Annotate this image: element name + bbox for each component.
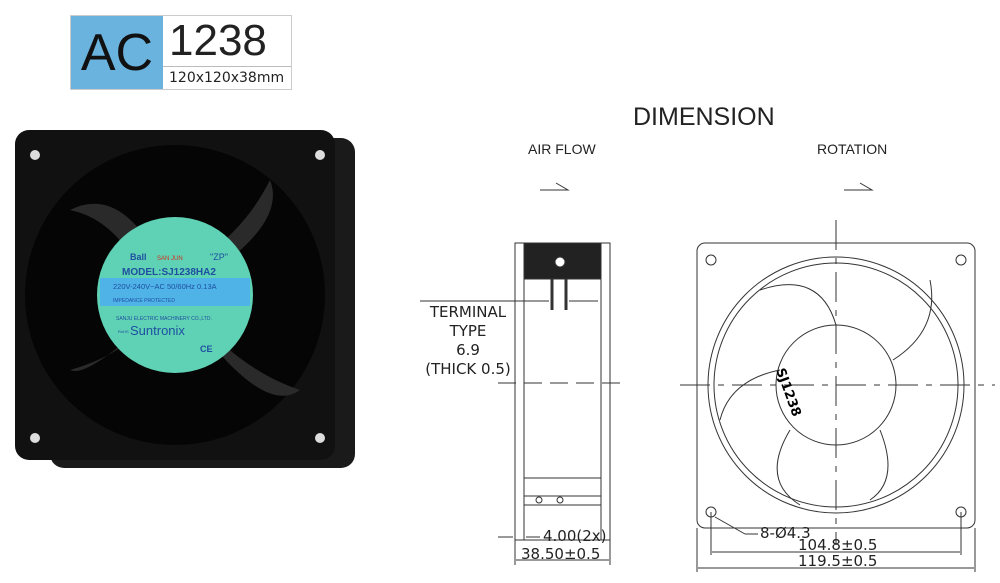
terminal-line-1: TERMINAL <box>429 303 507 321</box>
side-view <box>420 242 622 565</box>
fan-photo: Ball SAN JUN "ZP" MODEL:SJ1238HA2 220V-2… <box>15 130 355 468</box>
label-brand-logo: SAN JUN <box>157 256 183 262</box>
width-dimension: 119.5±0.5 <box>798 552 878 570</box>
label-maker: SANJU ELECTRIC MACHINERY CO.,LTD. <box>116 316 212 322</box>
rotation-arrow <box>844 182 874 191</box>
label-brand: Suntronix <box>130 323 185 338</box>
holes-dimension: 8-Ø4.3 <box>760 524 811 542</box>
model-badge: AC 1238 120x120x38mm <box>70 15 292 90</box>
frame-thickness-dimension: 4.00(2x) <box>543 527 607 545</box>
hole-pitch-dimension: 104.8±0.5 <box>798 536 878 554</box>
label-code: "ZP" <box>210 252 228 262</box>
label-model: MODEL:SJ1238HA2 <box>122 267 216 278</box>
series-label: AC <box>71 16 163 89</box>
size-label: 120x120x38mm <box>169 70 285 86</box>
terminal-note: TERMINAL TYPE 6.9 (THICK 0.5) <box>418 303 518 379</box>
dimension-title: DIMENSION <box>633 103 775 131</box>
front-view <box>680 220 995 572</box>
label-ce: CE <box>200 344 213 354</box>
label-bearing: Ball <box>130 252 147 262</box>
depth-dimension: 38.50±0.5 <box>521 545 601 563</box>
label-rating: 220V-240V~AC 50/60Hz 0.13A <box>113 282 217 291</box>
terminal-line-4: (THICK 0.5) <box>425 360 511 378</box>
model-number: 1238 <box>163 16 291 67</box>
front-blades <box>719 279 933 506</box>
rotation-label: ROTATION <box>817 141 888 157</box>
air-flow-label: AIR FLOW <box>528 141 596 157</box>
air-flow-arrow <box>540 182 570 191</box>
terminal-line-2: TYPE <box>449 322 487 340</box>
terminal-line-3: 6.9 <box>456 341 480 359</box>
label-rohs: RoHS <box>118 329 129 334</box>
label-protection: IMPEDANCE PROTECTED <box>113 298 175 304</box>
